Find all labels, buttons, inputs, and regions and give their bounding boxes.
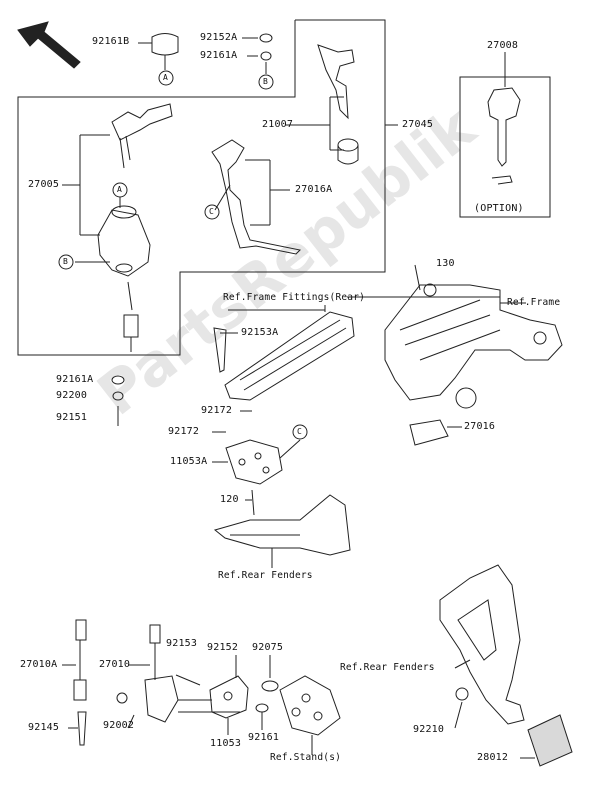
part-130: 130 xyxy=(436,258,455,269)
part-92152: 92152 xyxy=(207,642,239,653)
part-120: 120 xyxy=(220,494,239,505)
part-92210: 92210 xyxy=(413,724,445,735)
ignition-switch-icon xyxy=(97,205,151,352)
washer-92161 xyxy=(255,703,269,713)
part-21007: 21007 xyxy=(262,119,294,130)
ref-rear-fenders-2: Ref.Rear Fenders xyxy=(340,662,435,673)
ref-rear-fenders-1: Ref.Rear Fenders xyxy=(218,570,313,581)
spare-key-icon xyxy=(487,87,521,185)
part-27045: 27045 xyxy=(402,119,434,130)
rear-frame xyxy=(384,283,563,446)
washer-92075 xyxy=(261,680,279,692)
helmet-lock-icon xyxy=(211,139,302,255)
part-92152A: 92152A xyxy=(200,32,238,43)
part-27010A: 27010A xyxy=(20,659,58,670)
part-27010: 27010 xyxy=(99,659,131,670)
option-label: (OPTION) xyxy=(474,203,524,214)
part-92161B: 92161B xyxy=(92,36,130,47)
front-arrow-icon xyxy=(17,21,81,69)
marker-a1: A xyxy=(163,73,169,82)
part-27016A: 27016A xyxy=(295,184,333,195)
part-27005: 27005 xyxy=(28,179,60,190)
part-92172-b: 92172 xyxy=(168,426,200,437)
frame-fittings-rail xyxy=(224,305,355,401)
marker-c2: C xyxy=(297,427,303,436)
part-92161A-top: 92161A xyxy=(200,50,238,61)
part-92075: 92075 xyxy=(252,642,284,653)
ref-frame: Ref.Frame xyxy=(507,297,561,308)
part-11053A: 11053A xyxy=(170,456,208,467)
washer-icon-2 xyxy=(260,51,272,61)
key-icon xyxy=(111,103,173,169)
sidestand-switch-27010A xyxy=(73,619,87,746)
seat-lock-key-icon xyxy=(317,44,359,165)
rear-fender xyxy=(213,494,351,556)
bracket-11053A xyxy=(225,439,283,485)
marker-b1: B xyxy=(263,77,269,86)
ref-stands: Ref.Stand(s) xyxy=(270,752,342,763)
part-92002: 92002 xyxy=(103,720,135,731)
part-92161A-mid: 92161A xyxy=(56,374,94,385)
part-92145: 92145 xyxy=(28,722,60,733)
part-27008: 27008 xyxy=(487,40,519,51)
option-box xyxy=(459,76,551,218)
marker-b2: B xyxy=(63,257,69,266)
license-bracket xyxy=(439,564,525,725)
marker-a2: A xyxy=(117,185,123,194)
washer-92200 xyxy=(112,391,124,401)
sidestand-switch-27010 xyxy=(116,624,179,723)
part-92153: 92153 xyxy=(166,638,198,649)
part-92161: 92161 xyxy=(248,732,280,743)
part-27016: 27016 xyxy=(464,421,496,432)
part-92172-a: 92172 xyxy=(201,405,233,416)
part-92153A: 92153A xyxy=(241,327,279,338)
nut-92210 xyxy=(455,687,469,701)
part-92151: 92151 xyxy=(56,412,88,423)
cap-icon xyxy=(151,33,179,56)
ref-frame-fittings: Ref.Frame Fittings(Rear) xyxy=(223,292,366,303)
part-28012: 28012 xyxy=(477,752,509,763)
bracket-11053 xyxy=(178,675,249,719)
marker-c1: C xyxy=(209,207,215,216)
part-92200: 92200 xyxy=(56,390,88,401)
washer-icon xyxy=(259,33,273,43)
stand-bracket xyxy=(279,675,341,736)
kit-outline xyxy=(17,19,386,356)
washer-92161A xyxy=(111,375,125,385)
part-11053: 11053 xyxy=(210,738,242,749)
reflector-28012 xyxy=(527,714,573,767)
